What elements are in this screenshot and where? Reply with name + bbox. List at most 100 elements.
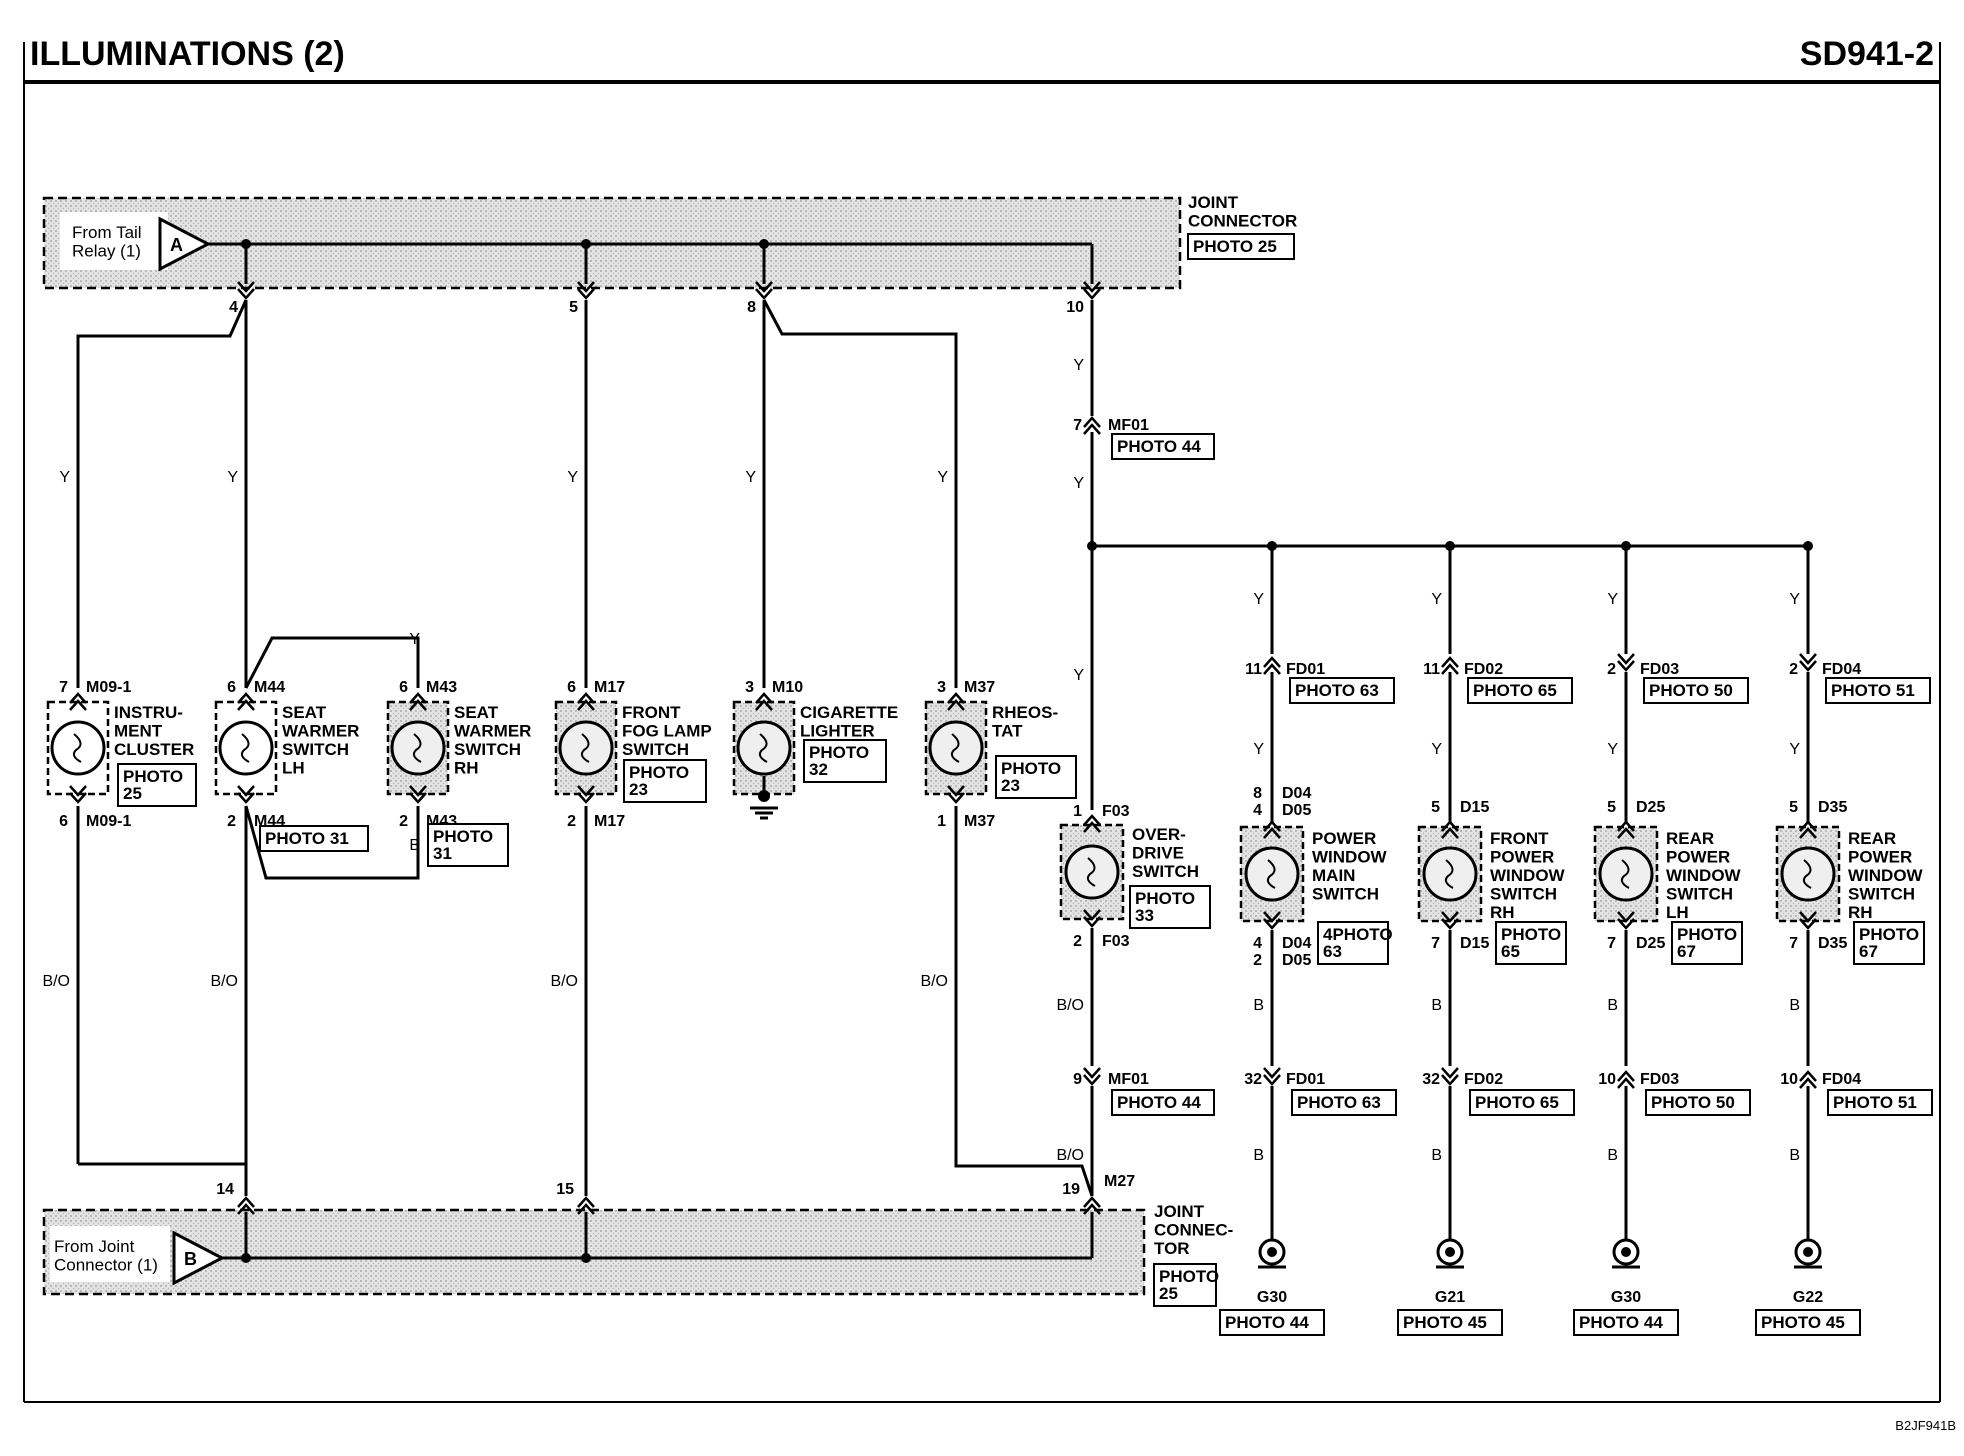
photo-label: PHOTO 63 bbox=[1297, 1093, 1381, 1112]
component-label: CLUSTER bbox=[114, 740, 194, 759]
connector-chevron bbox=[947, 692, 965, 711]
input-b-label: From Joint bbox=[54, 1237, 135, 1256]
component-label: RH bbox=[454, 759, 479, 778]
photo-label: 25 bbox=[1159, 1284, 1178, 1303]
photo-label: PHOTO bbox=[629, 763, 689, 782]
document-id: B2JF941B bbox=[1895, 1418, 1956, 1433]
joint-connector-label: JOINT bbox=[1188, 193, 1239, 212]
component-label: POWER bbox=[1312, 829, 1376, 848]
connector-chevron bbox=[1263, 911, 1281, 930]
connector-chevron bbox=[1441, 656, 1459, 675]
wire-color: B bbox=[1253, 997, 1264, 1014]
photo-label: PHOTO bbox=[1859, 925, 1919, 944]
connector-chevron bbox=[1083, 281, 1101, 300]
connector-chevron bbox=[1441, 911, 1459, 930]
input-b-label: Connector (1) bbox=[54, 1256, 158, 1275]
input-label-bg bbox=[60, 212, 168, 270]
wire-color: B/O bbox=[42, 973, 70, 990]
lamp-filament bbox=[1620, 859, 1630, 889]
pin-number: 3 bbox=[937, 679, 946, 696]
wire-color: B bbox=[1789, 997, 1800, 1014]
connector-id: D35 bbox=[1818, 935, 1847, 952]
connector-chevron bbox=[577, 785, 595, 804]
connector-chevron bbox=[1799, 653, 1817, 672]
wire-instrument-cluster bbox=[76, 299, 248, 688]
connector-chevron bbox=[237, 692, 255, 711]
connector-chevron bbox=[237, 785, 255, 804]
wire-color: B bbox=[1607, 997, 1618, 1014]
mf01-photo bbox=[1111, 433, 1215, 460]
lamp-filament bbox=[758, 733, 768, 763]
connector-id: M37 bbox=[964, 813, 995, 830]
component-label: SWITCH bbox=[1666, 885, 1733, 904]
ground-id: G22 bbox=[1793, 1289, 1823, 1306]
connector-id: M37 bbox=[964, 679, 995, 696]
wire-color: B bbox=[1431, 1147, 1442, 1164]
component-photo bbox=[623, 759, 707, 803]
photo-label: 67 bbox=[1677, 942, 1696, 961]
component-label: SEAT bbox=[282, 703, 327, 722]
connector-id: F03 bbox=[1102, 803, 1130, 820]
pin-number: 3 bbox=[745, 679, 754, 696]
connector-chevron bbox=[69, 692, 87, 711]
photo-label: PHOTO 63 bbox=[1295, 681, 1379, 700]
wire-bo-seat-rh bbox=[244, 805, 420, 880]
connector-id: D25 bbox=[1636, 935, 1665, 952]
pin-number: 2 bbox=[227, 813, 236, 830]
connector-id: FD04 bbox=[1822, 1071, 1861, 1088]
photo-label: PHOTO bbox=[1501, 925, 1561, 944]
connector-id: MF01 bbox=[1108, 1071, 1149, 1088]
connector-chevron bbox=[1083, 909, 1101, 928]
photo-label: PHOTO bbox=[1001, 759, 1061, 778]
photo-label: 4PHOTO bbox=[1323, 925, 1393, 944]
wire-color: Y bbox=[1431, 741, 1442, 758]
connector-id: D15 bbox=[1460, 799, 1489, 816]
connector-id: M17 bbox=[594, 679, 625, 696]
component-label: LIGHTER bbox=[800, 722, 875, 741]
connector-chevron bbox=[69, 785, 87, 804]
connector-chevron bbox=[755, 692, 773, 711]
wire-color: B bbox=[1789, 1147, 1800, 1164]
connector-chevron bbox=[1617, 911, 1635, 930]
photo-label: PHOTO bbox=[809, 743, 869, 762]
pin-number: 11 bbox=[1245, 661, 1262, 678]
photo-label: PHOTO bbox=[1159, 1267, 1219, 1286]
pin-number: 4 bbox=[1253, 802, 1262, 819]
wire-color: Y bbox=[1607, 591, 1618, 608]
component-label: WINDOW bbox=[1848, 866, 1924, 885]
wire-color: Y bbox=[1073, 667, 1084, 684]
component-label: MAIN bbox=[1312, 866, 1355, 885]
connector-chevron bbox=[1263, 656, 1281, 675]
branch-photo bbox=[1467, 677, 1573, 704]
lamp-filament bbox=[1086, 857, 1096, 887]
photo-label: PHOTO 45 bbox=[1403, 1313, 1487, 1332]
component-label: SWITCH bbox=[1848, 885, 1915, 904]
connector-chevron bbox=[1799, 911, 1817, 930]
component-label: POWER bbox=[1848, 848, 1912, 867]
wire-color: B bbox=[1431, 997, 1442, 1014]
ground-icon bbox=[1445, 1247, 1455, 1257]
connector-id: D15 bbox=[1460, 935, 1489, 952]
component-label: SWITCH bbox=[282, 740, 349, 759]
ground-id: G30 bbox=[1257, 1289, 1287, 1306]
photo-label: PHOTO 25 bbox=[1193, 237, 1277, 256]
connector-chevron bbox=[1083, 1196, 1101, 1215]
photo-label: PHOTO bbox=[123, 767, 183, 786]
input-triangle bbox=[158, 216, 212, 272]
photo-label: 31 bbox=[433, 844, 452, 863]
component-photo bbox=[427, 823, 509, 867]
component-label: LH bbox=[1666, 903, 1689, 922]
connector-id: M44 bbox=[254, 679, 285, 696]
photo-label: PHOTO 44 bbox=[1117, 1093, 1201, 1112]
connector-chevron bbox=[947, 785, 965, 804]
pin-number: 14 bbox=[216, 1181, 234, 1198]
component-label: FOG LAMP bbox=[622, 722, 712, 741]
connector-chevron bbox=[409, 692, 427, 711]
ground-icon bbox=[758, 790, 770, 802]
connector-chevron bbox=[1617, 820, 1635, 839]
component-photo bbox=[117, 763, 197, 807]
component-label: SEAT bbox=[454, 703, 499, 722]
ground-photo bbox=[1397, 1309, 1503, 1336]
connector-chevron bbox=[409, 785, 427, 804]
photo-label: 25 bbox=[123, 784, 142, 803]
